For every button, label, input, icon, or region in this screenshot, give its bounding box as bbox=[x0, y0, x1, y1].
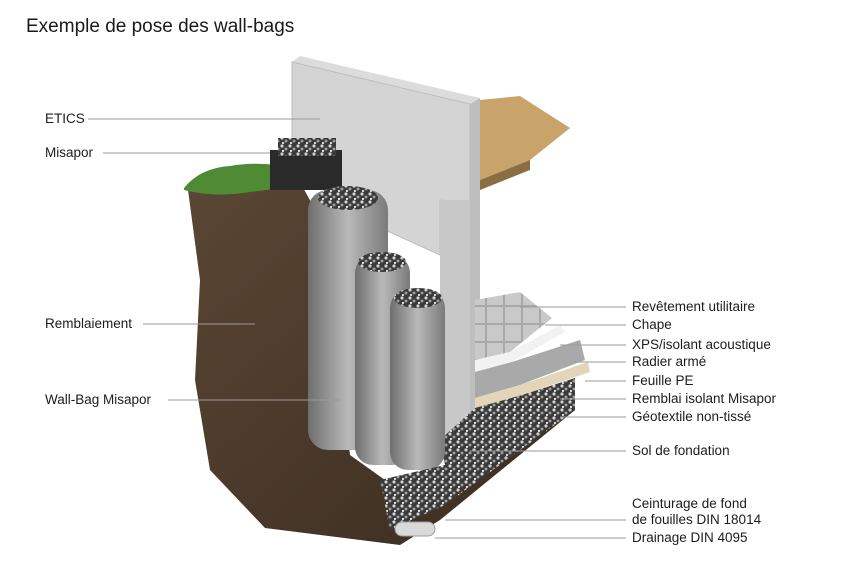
label-feuille-pe: Feuille PE bbox=[632, 373, 694, 388]
label-revetement: Revêtement utilitaire bbox=[632, 299, 756, 314]
label-geotextile: Géotextile non-tissé bbox=[632, 409, 752, 424]
label-chape: Chape bbox=[632, 317, 672, 332]
label-radier: Radier armé bbox=[632, 354, 707, 369]
label-misapor: Misapor bbox=[45, 145, 94, 160]
drainage-pipe bbox=[394, 521, 436, 537]
label-remblaiement: Remblaiement bbox=[45, 316, 133, 331]
label-drainage: Drainage DIN 4095 bbox=[632, 530, 748, 545]
label-sol: Sol de fondation bbox=[632, 443, 730, 458]
drainage-gravel bbox=[380, 395, 575, 530]
label-ceinturage-2: de fouilles DIN 18014 bbox=[632, 512, 762, 527]
leader-lines bbox=[88, 118, 626, 539]
label-ceinturage-1: Ceinturage de fond bbox=[632, 496, 747, 511]
floor-tiles bbox=[475, 292, 552, 360]
wall-bag bbox=[390, 290, 445, 470]
label-remblai-isolant: Remblai isolant Misapor bbox=[632, 391, 777, 406]
floor-wood bbox=[480, 96, 570, 180]
diagram-title: Exemple de pose des wall-bags bbox=[26, 16, 295, 37]
label-etics: ETICS bbox=[45, 111, 85, 126]
wall-top bbox=[292, 56, 480, 104]
label-wall-bag: Wall-Bag Misapor bbox=[45, 392, 152, 407]
label-xps: XPS/isolant acoustique bbox=[632, 337, 771, 352]
misapor-block bbox=[270, 150, 342, 190]
